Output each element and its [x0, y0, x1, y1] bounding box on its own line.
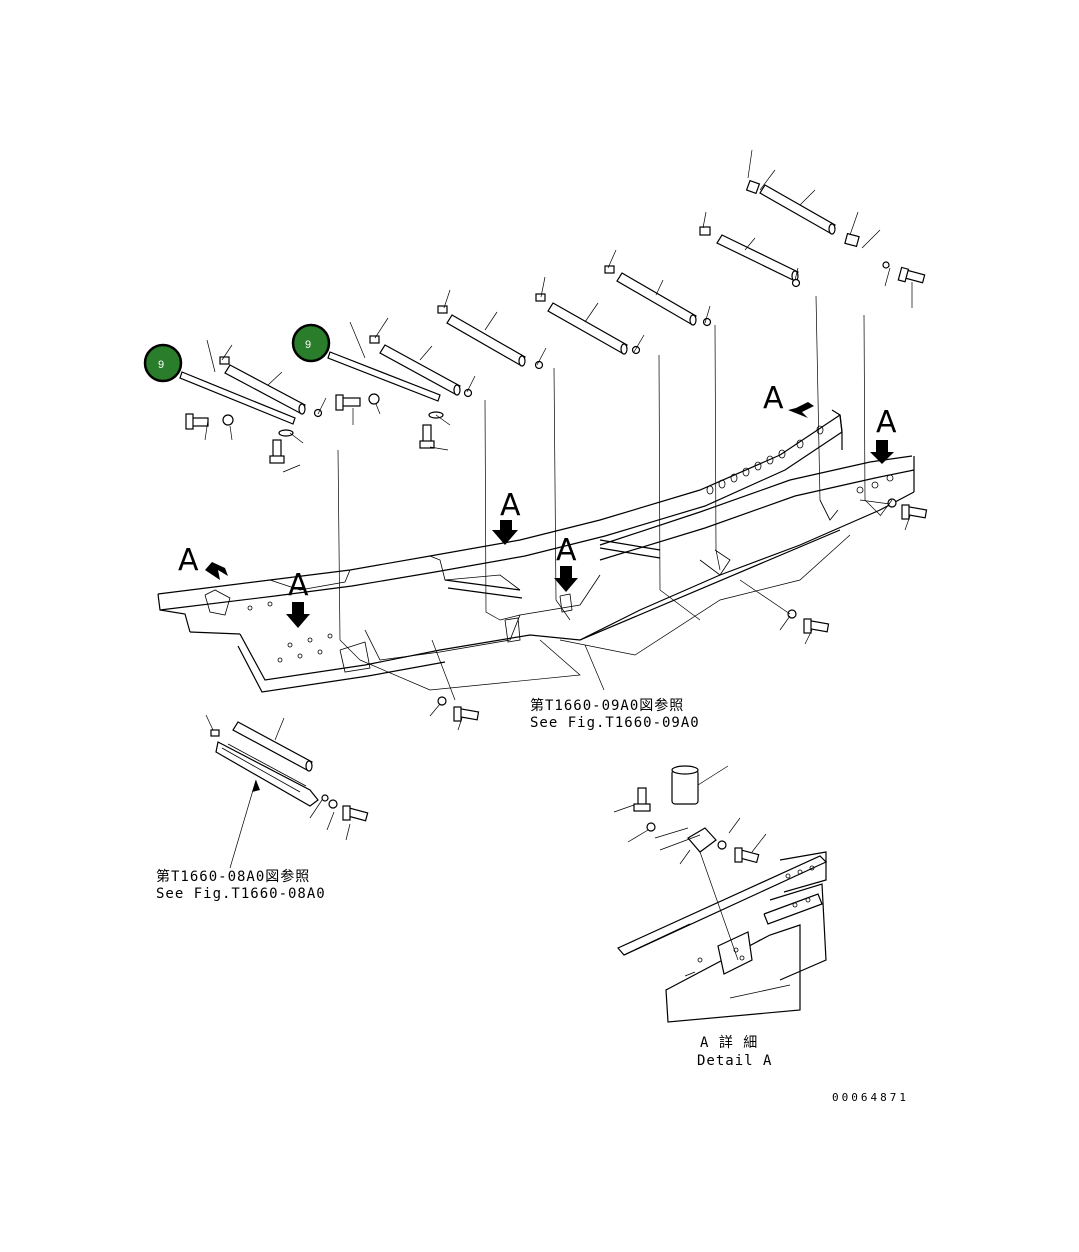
- side-bracket-part: [205, 714, 369, 869]
- detail-a-view: [613, 765, 828, 1023]
- drawing-number: 00064871: [832, 1091, 909, 1104]
- view-marker-a-2: A: [876, 405, 897, 440]
- reference-labels: 第T1660-09A0図参照 See Fig.T1660-09A0 第T1660…: [156, 697, 909, 1104]
- callout-badge-1[interactable]: 9: [143, 343, 183, 383]
- detail-a-title-en: Detail A: [697, 1053, 772, 1069]
- callout-number: 9: [158, 359, 164, 371]
- hardware-parts: [185, 179, 928, 722]
- frame-assembly: [157, 409, 915, 693]
- callout-circle: [143, 343, 183, 383]
- view-marker-a-3: A: [500, 488, 521, 523]
- callout-number: 9: [305, 339, 311, 351]
- callout-circle: [291, 323, 331, 363]
- view-marker-labels: A A A A A A: [178, 381, 897, 603]
- callout-badge-2[interactable]: 9: [291, 323, 331, 363]
- pin-group: [179, 184, 836, 425]
- leader-lines: [204, 149, 913, 731]
- view-marker-a-5: A: [288, 568, 309, 603]
- reference-fig-08-jp: 第T1660-08A0図参照: [156, 868, 310, 885]
- view-marker-a-1: A: [763, 381, 784, 416]
- detail-a-title-jp: A 詳 細: [700, 1035, 758, 1051]
- reference-fig-08-en: See Fig.T1660-08A0: [156, 886, 326, 902]
- view-marker-a-4: A: [556, 533, 577, 568]
- reference-fig-09-jp: 第T1660-09A0図参照: [530, 697, 684, 714]
- view-marker-a-6: A: [178, 543, 199, 578]
- reference-fig-09-en: See Fig.T1660-09A0: [530, 715, 700, 731]
- view-arrows: [205, 402, 894, 628]
